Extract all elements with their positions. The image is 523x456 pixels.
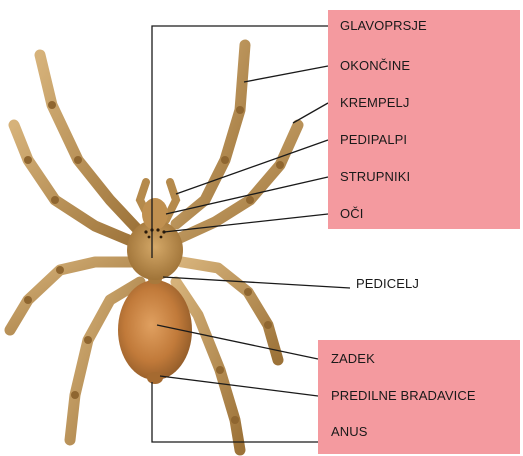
label-pedicelj: PEDICELJ [356, 276, 419, 291]
label-pedipalpi: PEDIPALPI [340, 132, 407, 147]
leader-predilne-bradavice [160, 376, 318, 396]
top-label-panel [328, 10, 520, 229]
leader-okoncine [244, 66, 328, 82]
leader-strupniki [166, 177, 328, 214]
right-leg-1 [176, 45, 245, 224]
spinnerets [147, 372, 163, 384]
right-leg-2 [180, 125, 298, 238]
label-glavoprsje: GLAVOPRSJE [340, 18, 427, 33]
label-krempelj: KREMPELJ [340, 95, 409, 110]
label-oci: OČI [340, 206, 363, 221]
label-predilne-bradavice: PREDILNE BRADAVICE [331, 388, 476, 403]
chelicerae [142, 198, 168, 230]
left-leg-2 [14, 125, 138, 244]
leader-pedipalpi [176, 140, 328, 194]
label-strupniki: STRUPNIKI [340, 169, 410, 184]
leader-pedicelj [163, 277, 350, 288]
label-okoncine: OKONČINE [340, 58, 410, 73]
label-zadek: ZADEK [331, 351, 375, 366]
label-anus: ANUS [331, 424, 368, 439]
leader-krempelj [293, 103, 328, 123]
